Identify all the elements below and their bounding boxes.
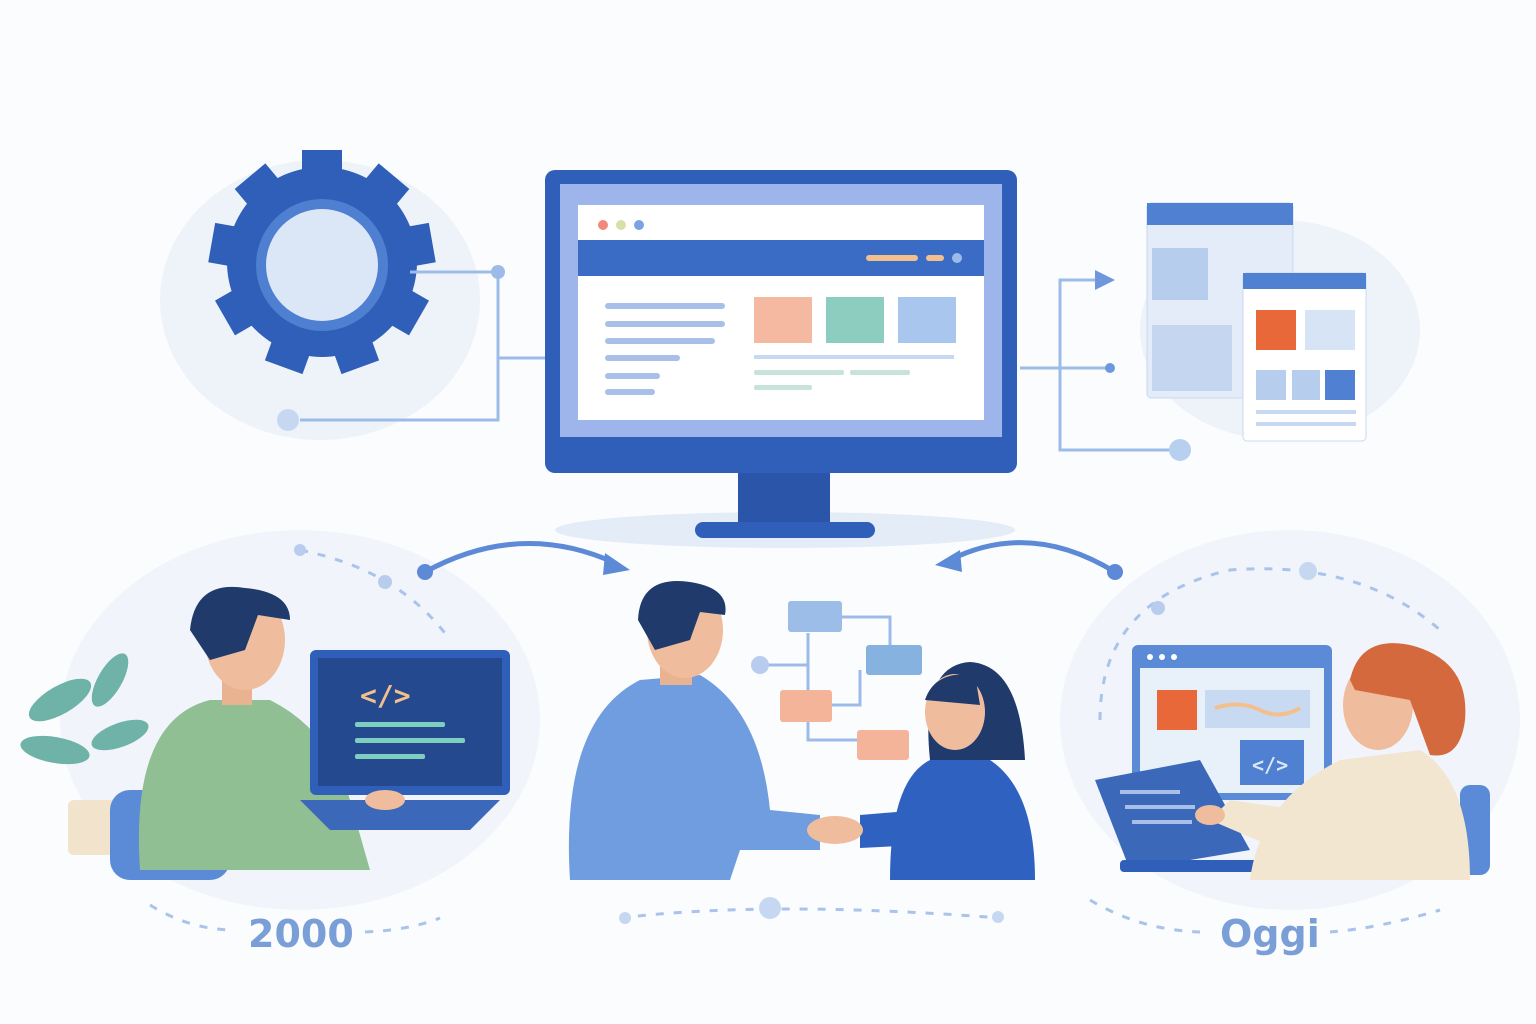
browser-windows-icon <box>1146 202 1367 442</box>
monitor-icon <box>545 170 1017 548</box>
connector-lines <box>1020 278 1175 452</box>
handshake-people <box>568 581 1035 880</box>
flowchart-icon <box>751 601 922 760</box>
connector-lines <box>300 270 545 422</box>
laptop-icon: </> <box>300 650 510 830</box>
designer-person <box>1195 643 1490 880</box>
code-glyph: </> <box>1252 753 1288 777</box>
timeline-start-label: 2000 <box>248 912 354 956</box>
timeline-end-label: Oggi <box>1220 912 1320 956</box>
gear-code-icon <box>208 150 436 375</box>
code-glyph: </> <box>360 679 411 712</box>
plant-icon <box>20 653 149 855</box>
laptop-icon <box>1095 760 1280 872</box>
arrow-curves <box>423 540 1117 575</box>
